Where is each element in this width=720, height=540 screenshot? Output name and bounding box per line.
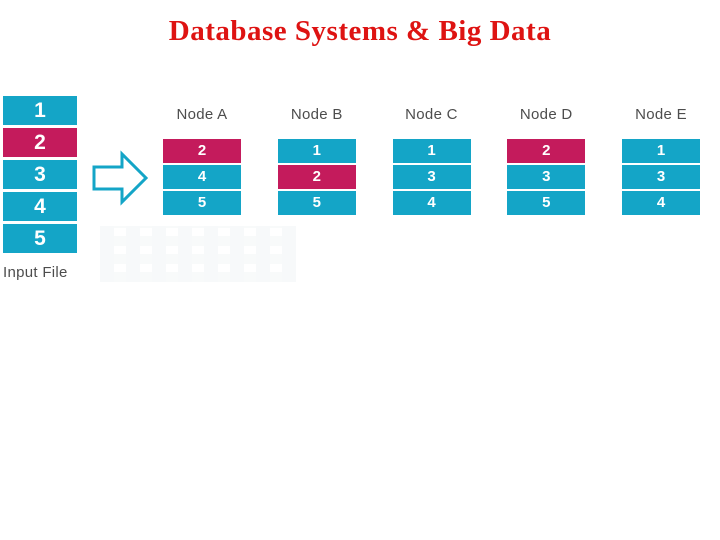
block-cell-4: 4 <box>622 191 700 215</box>
node-label: Node B <box>290 106 343 123</box>
block-cell-4: 4 <box>3 192 77 221</box>
block-cell-2: 2 <box>3 128 77 157</box>
block-cell-5: 5 <box>3 224 77 253</box>
input-file-blocks: 1 2 3 4 5 <box>3 96 77 253</box>
block-cell-3: 3 <box>622 165 700 189</box>
block-cell-4: 4 <box>163 165 241 189</box>
right-arrow-icon <box>92 150 149 206</box>
input-file-label: Input File <box>3 264 68 281</box>
block-cell-1: 1 <box>622 139 700 163</box>
block-cell-4: 4 <box>392 191 471 215</box>
block-cell-2: 2 <box>277 165 356 189</box>
block-cell-3: 3 <box>3 160 77 189</box>
block-cell-2: 2 <box>507 139 586 163</box>
block-cell-1: 1 <box>3 96 77 125</box>
block-cell-5: 5 <box>277 191 356 215</box>
node-label: Node C <box>405 106 458 123</box>
watermark-smudge <box>100 226 296 282</box>
node-label: Node E <box>635 106 687 123</box>
block-cell-1: 1 <box>277 139 356 163</box>
block-cell-5: 5 <box>163 191 241 215</box>
block-cell-2: 2 <box>163 139 241 163</box>
block-cell-3: 3 <box>507 165 586 189</box>
block-cell-5: 5 <box>507 191 586 215</box>
block-cell-3: 3 <box>392 165 471 189</box>
block-cell-1: 1 <box>392 139 471 163</box>
node-label: Node A <box>176 106 228 123</box>
node-label: Node D <box>519 106 573 123</box>
input-file-column: 1 2 3 4 5 Input File <box>3 96 77 281</box>
page-title: Database Systems & Big Data <box>168 15 552 47</box>
